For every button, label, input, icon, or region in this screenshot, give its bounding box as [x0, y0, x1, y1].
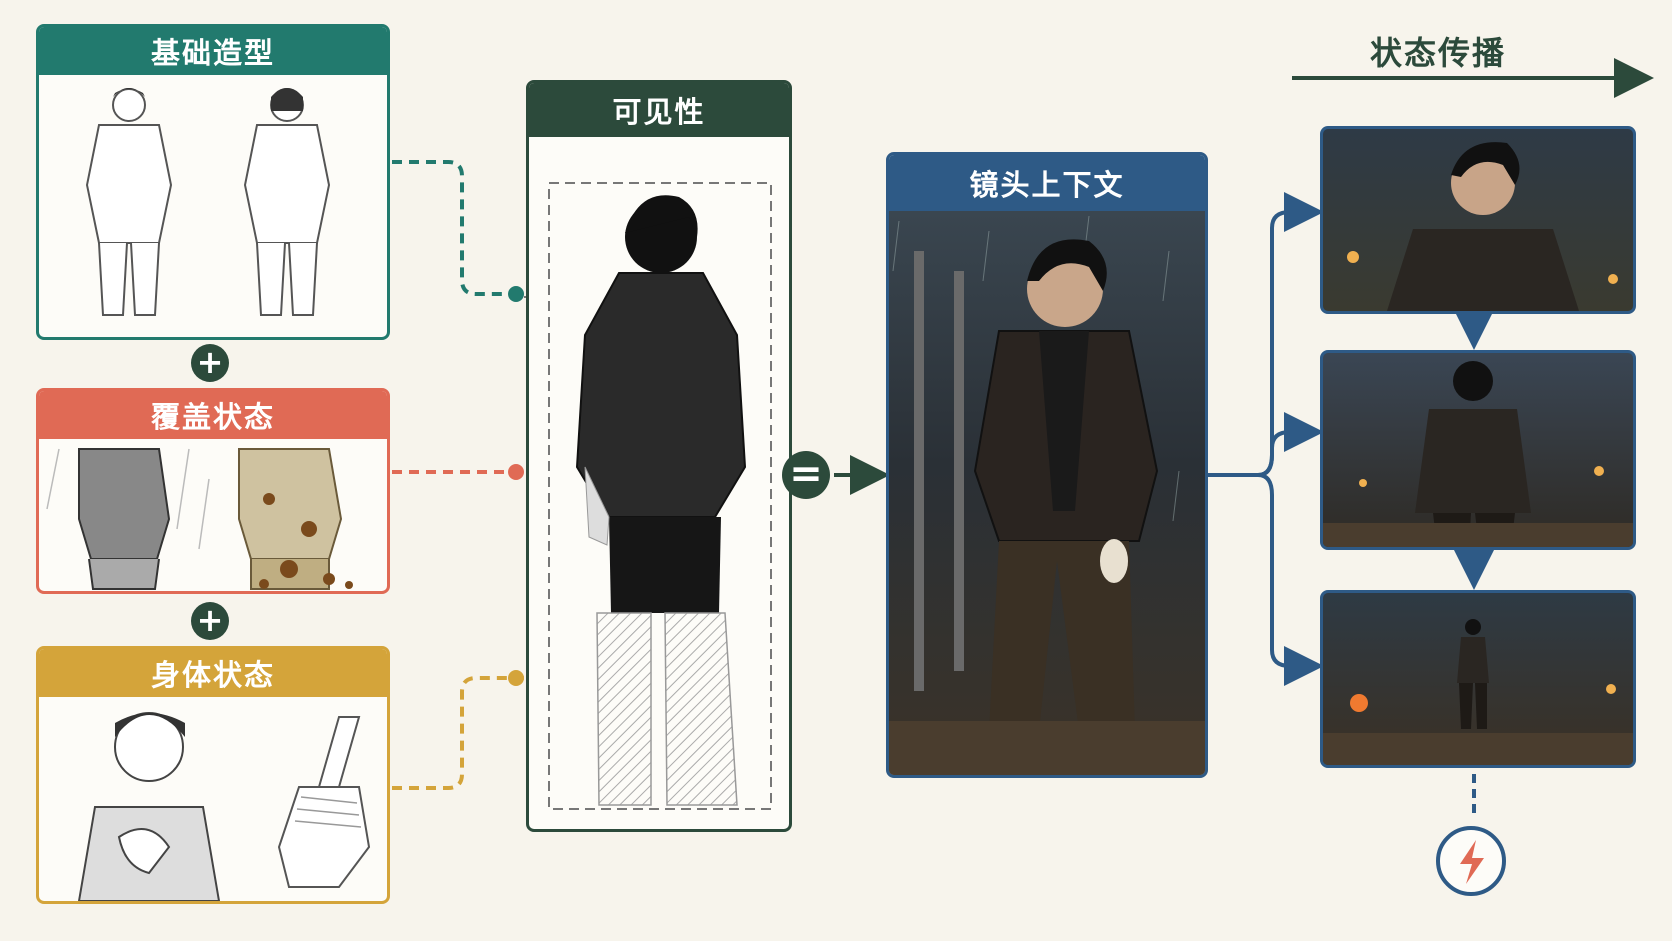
rainy-scene: [889, 215, 1205, 775]
shot-context-title: 镜头上下文: [889, 155, 1205, 211]
frame-2-back-view: [1323, 361, 1633, 547]
visibility-silhouette-area: [529, 137, 789, 829]
overlay-state-sketches: [39, 439, 387, 591]
propagation-frame-3: [1320, 590, 1636, 768]
body-state-title: 身体状态: [39, 649, 387, 697]
propagation-frame-1: [1320, 126, 1636, 314]
frame-3-wide-shot: [1323, 619, 1633, 765]
base-shape-title: 基础造型: [39, 27, 387, 75]
base-shape-card: 基础造型: [36, 24, 390, 340]
rain-mud-sketch: [46, 448, 353, 590]
branch-top: [1257, 192, 1324, 477]
visibility-silhouette: [548, 182, 772, 810]
plus-icon: +: [191, 344, 229, 382]
base-shape-sketches: [39, 75, 387, 337]
bandaged-hand-sketch: [77, 712, 371, 901]
body-state-card: 身体状态: [36, 646, 390, 904]
overlay-state-card: 覆盖状态: [36, 388, 390, 594]
overlay-state-title: 覆盖状态: [39, 391, 387, 439]
propagation-frame-2: [1320, 350, 1636, 550]
body-state-sketches: [39, 697, 387, 901]
visibility-title: 可见性: [529, 83, 789, 137]
plus-icon: +: [191, 602, 229, 640]
body-state-connector: [392, 519, 600, 790]
equals-icon: =: [782, 451, 830, 499]
lightning-glyph: [1460, 840, 1484, 884]
turnaround-sketch: [85, 88, 331, 316]
propagation-title: 状态传播: [1369, 34, 1506, 72]
shot-context-image: [889, 211, 1205, 775]
lightning-icon: [1436, 826, 1506, 896]
base-shape-connector: [392, 160, 516, 296]
shot-context-card: 镜头上下文: [886, 152, 1208, 778]
branch-bottom: [1257, 473, 1324, 686]
overlay-connector-dot: [508, 464, 524, 480]
body-state-connector-dot: [508, 670, 524, 686]
visibility-card: 可见性: [526, 80, 792, 832]
frame-1-closeup: [1347, 142, 1618, 311]
base-shape-connector-dot: [508, 286, 524, 302]
branch-mid: [1257, 412, 1324, 477]
